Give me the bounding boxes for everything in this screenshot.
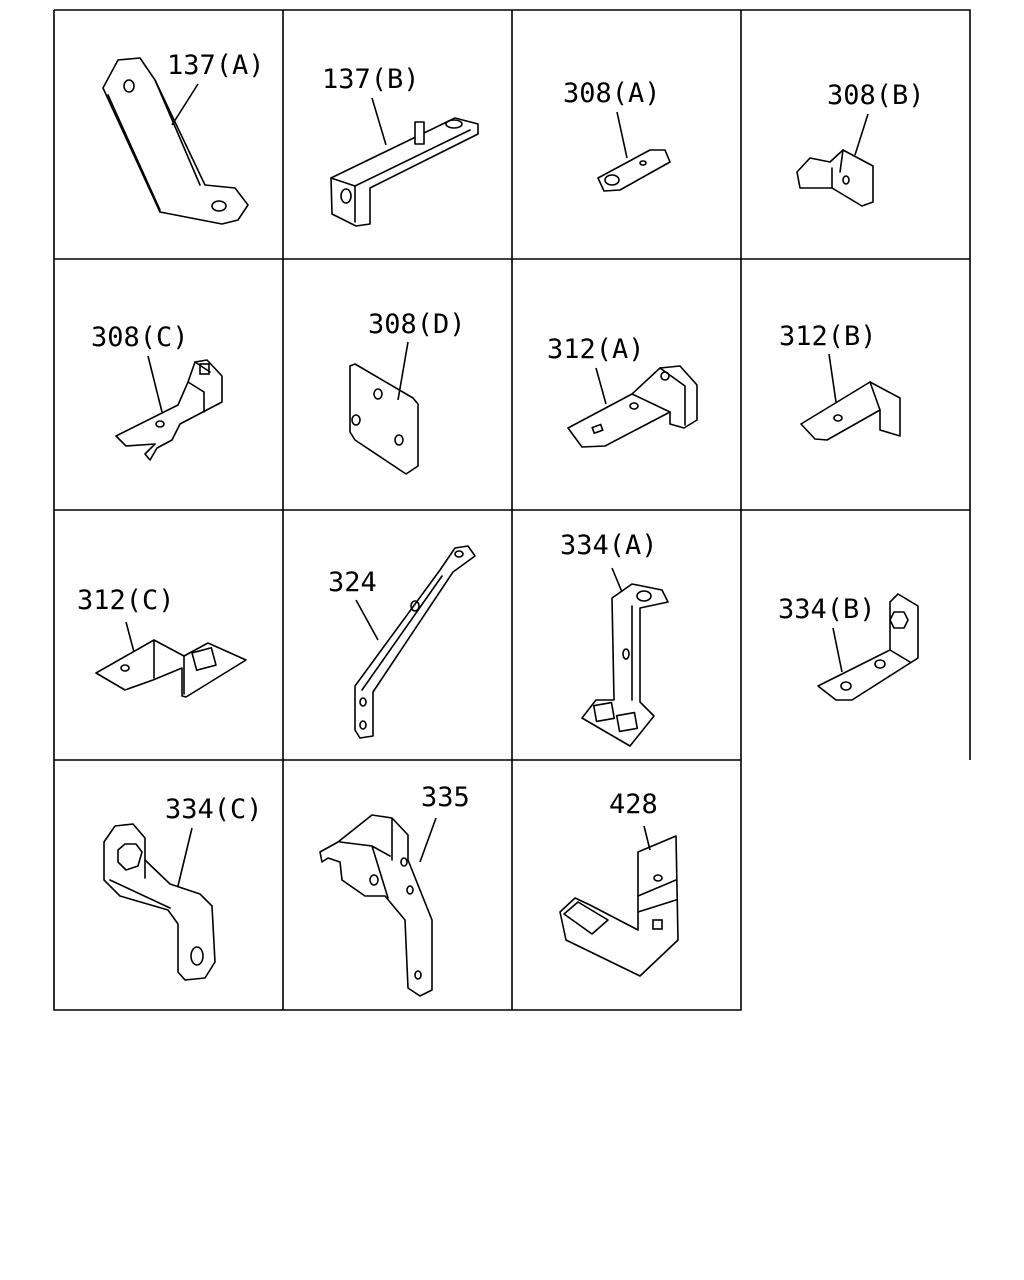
bracket-shape (115, 359, 223, 461)
part-label: 334(B) (778, 594, 876, 625)
part-308-b: 308(B) (796, 80, 925, 207)
part-137-b: 137(B) (322, 64, 479, 227)
part-312-b: 312(B) (779, 321, 901, 441)
part-label: 308(C) (91, 322, 189, 353)
bracket-shape (567, 365, 698, 448)
part-308-d: 308(D) (349, 309, 466, 475)
part-312-c: 312(C) (77, 585, 247, 698)
part-334-b: 334(B) (778, 593, 919, 701)
part-label: 137(A) (167, 50, 265, 81)
part-label: 312(A) (547, 334, 645, 365)
part-324: 324 (328, 545, 476, 739)
bracket-shape (796, 149, 874, 207)
bracket-shape (330, 117, 479, 227)
part-label: 428 (609, 789, 658, 820)
bracket-shape (102, 57, 249, 225)
part-335: 335 (319, 782, 470, 997)
part-label: 334(C) (165, 794, 263, 825)
part-label: 312(B) (779, 321, 877, 352)
bracket-shape (349, 363, 419, 475)
bracket-shape (319, 814, 433, 997)
part-312-a: 312(A) (547, 334, 698, 448)
part-137-a: 137(A) (102, 50, 265, 225)
part-308-a: 308(A) (563, 78, 671, 192)
bracket-shape (95, 639, 247, 698)
part-428: 428 (559, 789, 679, 977)
part-label: 308(B) (827, 80, 925, 111)
part-label: 334(A) (560, 530, 658, 561)
part-label: 308(D) (368, 309, 466, 340)
bracket-shape (597, 149, 671, 192)
part-334-c: 334(C) (103, 794, 263, 981)
part-label: 312(C) (77, 585, 175, 616)
bracket-shape (559, 835, 679, 977)
bracket-shape (354, 545, 476, 739)
bracket-shape (800, 381, 901, 441)
part-label: 324 (328, 567, 377, 598)
part-308-c: 308(C) (91, 322, 223, 461)
part-label: 137(B) (322, 64, 420, 95)
leader-line (171, 83, 199, 126)
part-label: 308(A) (563, 78, 661, 109)
part-334-a: 334(A) (560, 530, 669, 747)
parts-grid (53, 9, 971, 1011)
part-label: 335 (421, 782, 470, 813)
